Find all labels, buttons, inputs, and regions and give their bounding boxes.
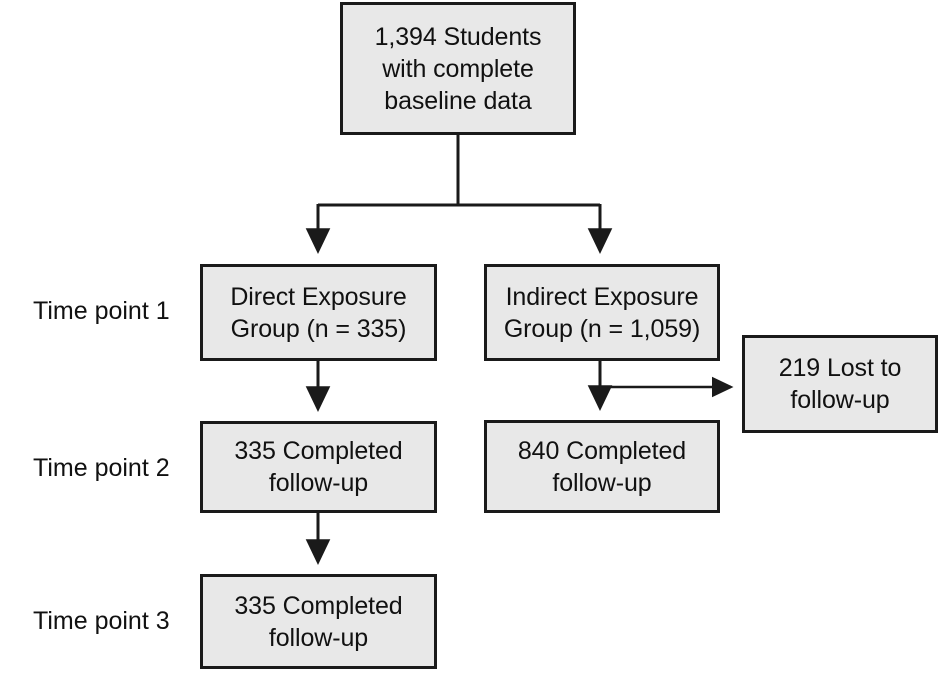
node-baseline-students: 1,394 Students with complete baseline da… (340, 2, 576, 135)
node-indirect-completed-followup-tp2: 840 Completed follow-up (484, 420, 720, 513)
row-label-time-point-3: Time point 3 (33, 607, 170, 635)
node-direct-completed-followup-tp2-label: 335 Completed follow-up (234, 437, 403, 497)
node-direct-exposure-group-label: Direct Exposure Group (n = 335) (230, 282, 407, 343)
row-label-time-point-1: Time point 1 (33, 297, 170, 325)
node-direct-exposure-group: Direct Exposure Group (n = 335) (200, 264, 437, 361)
node-direct-completed-followup-tp3: 335 Completed follow-up (200, 574, 437, 669)
node-lost-to-followup-label: 219 Lost to follow-up (778, 354, 902, 414)
node-indirect-exposure-group-label: Indirect Exposure Group (n = 1,059) (503, 282, 701, 343)
node-indirect-exposure-group: Indirect Exposure Group (n = 1,059) (484, 264, 720, 361)
node-lost-to-followup: 219 Lost to follow-up (742, 335, 938, 433)
node-direct-completed-followup-tp3-label: 335 Completed follow-up (234, 591, 403, 652)
edge-baseline-to-split (318, 135, 600, 207)
node-indirect-completed-followup-tp2-label: 840 Completed follow-up (517, 436, 687, 497)
row-label-time-point-2: Time point 2 (33, 454, 170, 482)
node-baseline-students-label: 1,394 Students with complete baseline da… (374, 22, 542, 115)
node-direct-completed-followup-tp2: 335 Completed follow-up (200, 421, 437, 513)
